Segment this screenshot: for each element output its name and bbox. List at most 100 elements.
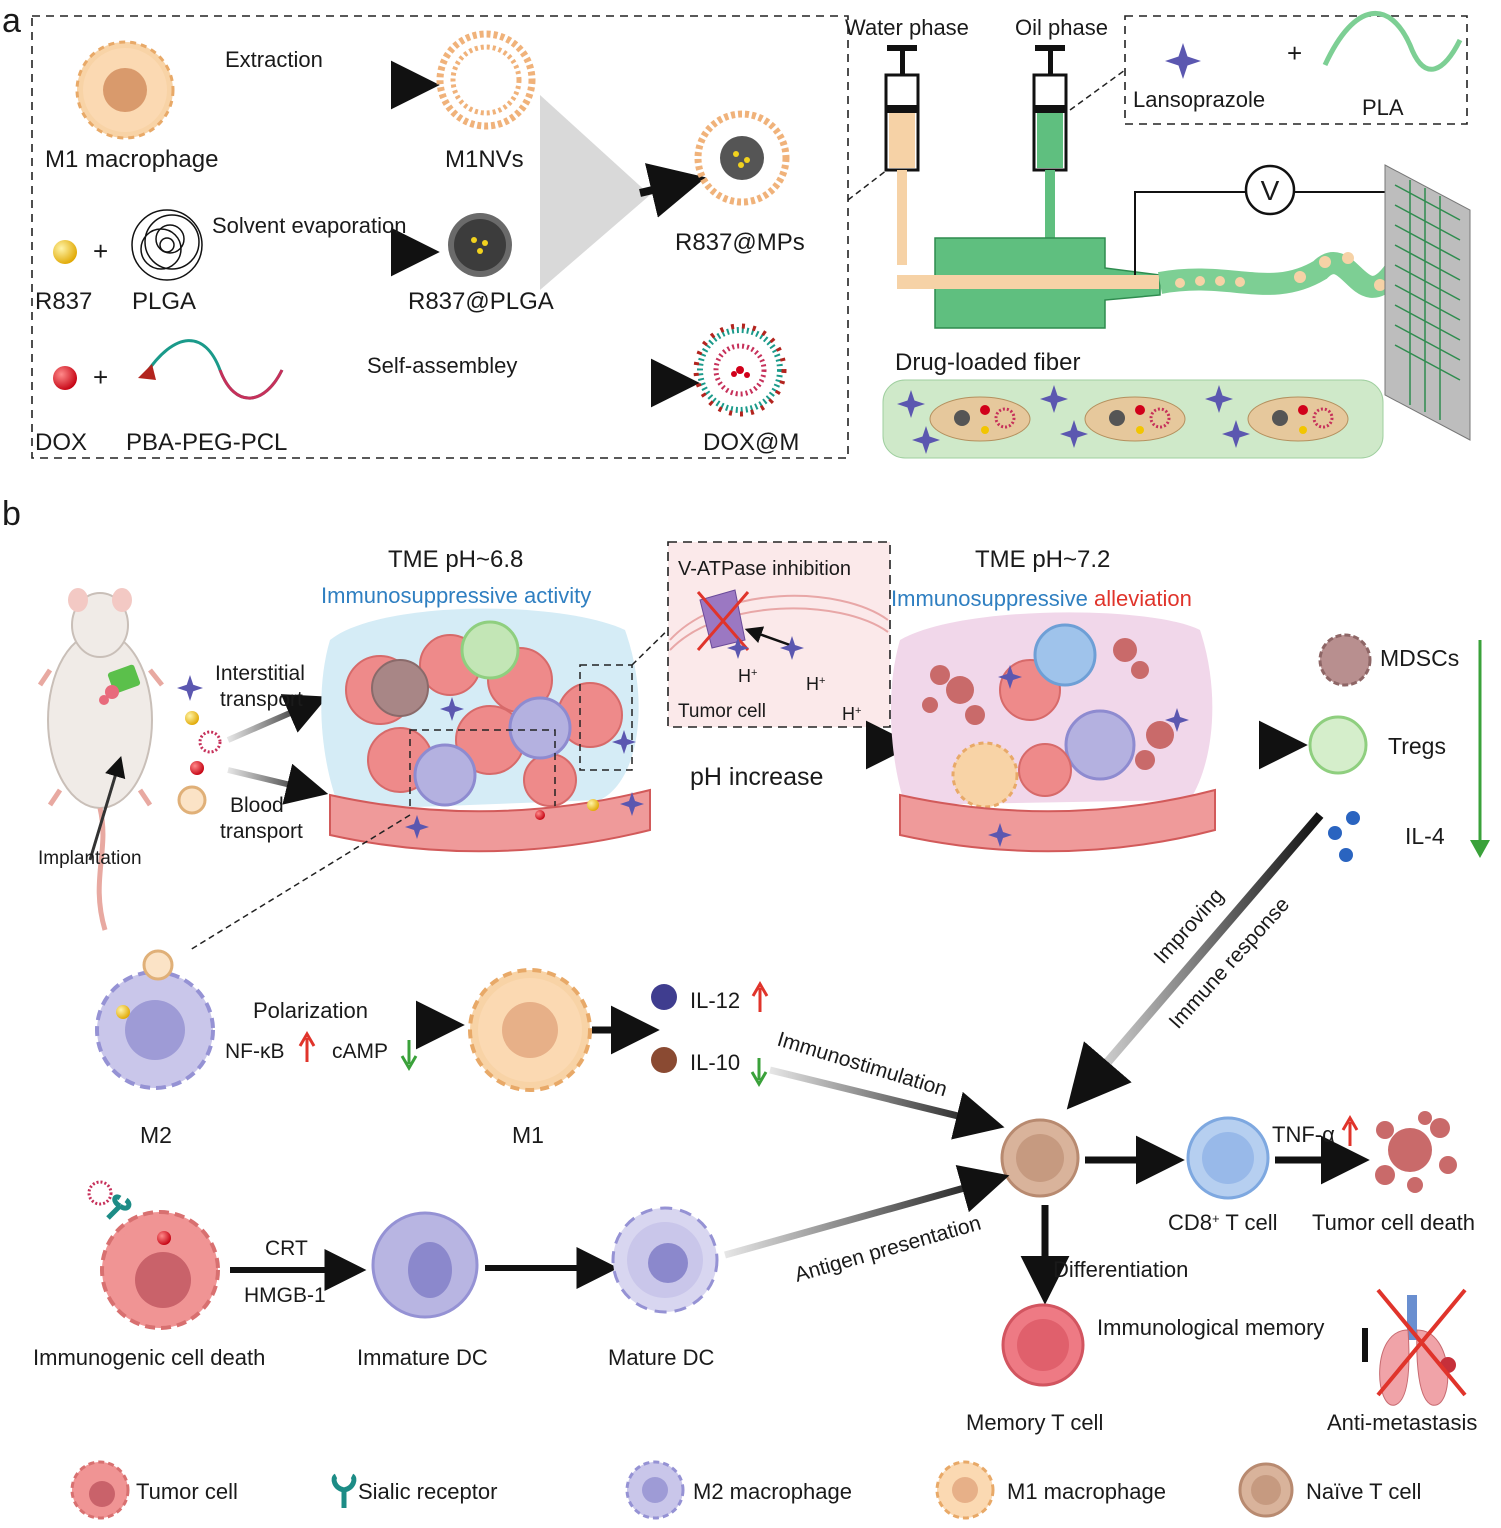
- drug-loaded-fiber-icon: [882, 379, 1384, 459]
- lansoprazole-label: Lansoprazole: [1133, 87, 1265, 112]
- m1-macrophage-icon: [75, 40, 175, 140]
- naive-t-cell-icon: [1000, 1118, 1080, 1198]
- pla-label: PLA: [1362, 95, 1404, 120]
- improving-arrow: [1066, 812, 1324, 1110]
- oil-phase-label: Oil phase: [1015, 15, 1108, 40]
- tnf-alpha-label: TNF-α: [1272, 1122, 1335, 1147]
- h-plus-1: H+: [738, 666, 757, 686]
- merge-funnel: [540, 95, 650, 290]
- legend-tumor-cell-icon: [70, 1460, 130, 1520]
- vessel-dox-1: [535, 810, 545, 820]
- legend-tumor-cell-label: Tumor cell: [136, 1479, 238, 1504]
- decrease-arrowhead: [1470, 840, 1490, 858]
- dox-m-micelle-icon: [693, 323, 787, 417]
- voltage-label: V: [1261, 175, 1280, 206]
- lung-icon: [1376, 1288, 1467, 1406]
- hmgb1-label: HMGB-1: [244, 1284, 326, 1307]
- cd8-label: CD8+ T cell: [1168, 1210, 1278, 1235]
- il4-icon: [1328, 811, 1360, 862]
- zoom-line-right: [1069, 69, 1126, 111]
- legend: Tumor cell Sialic receptor M2 macrophage…: [70, 1460, 1421, 1520]
- icd-doxm-icon: [87, 1180, 113, 1206]
- pba-peg-pcl-chain-icon: [143, 339, 284, 400]
- circuit-wire-left: [1134, 191, 1245, 275]
- memory-t-cell-label: Memory T cell: [966, 1410, 1103, 1435]
- membrane-outer: [669, 594, 889, 641]
- tme-68-label: TME pH~6.8: [388, 546, 523, 573]
- il12-icon: [651, 984, 677, 1010]
- immunogenic-cell-death-label: Immunogenic cell death: [33, 1345, 265, 1370]
- inhibition-cross-icon: [696, 591, 750, 651]
- tnf-up-arrow: [1341, 1115, 1359, 1146]
- blood-vessel-2: [899, 788, 1216, 853]
- implantation-label: Implantation: [38, 848, 142, 869]
- panel-a-letter: a: [2, 2, 21, 40]
- polarization-label: Polarization: [253, 998, 368, 1023]
- interstitial-arrow: [226, 694, 328, 743]
- blood-label-2: transport: [220, 820, 303, 843]
- pcl-segment: [218, 369, 284, 400]
- ph-increase-label: pH increase: [690, 763, 823, 791]
- r837-particle-icon: [53, 240, 77, 264]
- tme-72-m2: [1064, 709, 1136, 781]
- r837-plga-label: R837@PLGA: [408, 288, 554, 315]
- nfkb-label: NF-κB: [225, 1040, 285, 1063]
- blood-vessel-1: [329, 788, 651, 853]
- tme-68-mdsc: [371, 659, 429, 717]
- legend-m2-macrophage-icon: [625, 1460, 685, 1520]
- il10-down-arrow: [750, 1058, 768, 1087]
- extraction-label: Extraction: [225, 47, 323, 72]
- panel-a: a M1 macrophage Extraction M1NVs R837@MP…: [2, 2, 1471, 459]
- merge-arrow: [639, 163, 706, 218]
- sialic-receptor-bound-icon: [106, 1194, 132, 1220]
- immunological-memory-label: Immunological memory: [1097, 1315, 1324, 1340]
- il10-label: IL-10: [690, 1050, 740, 1075]
- tme-68-m2-b: [413, 743, 477, 807]
- released-r837-icon: [185, 711, 199, 725]
- pba-head-icon: [138, 364, 156, 380]
- m2-bound-mps-icon: [142, 949, 174, 981]
- released-mps-icon: [177, 785, 207, 815]
- r837-label: R837: [35, 288, 92, 315]
- lansoprazole-icon: [1165, 43, 1201, 79]
- r837-mps-label: R837@MPs: [675, 229, 805, 256]
- electrospun-jet: [1157, 252, 1405, 298]
- tme-72-dying-tumor: [922, 638, 1174, 770]
- m2-label: M2: [140, 1122, 172, 1148]
- tregs-label: Tregs: [1388, 733, 1446, 759]
- vessel-r837-1: [587, 799, 599, 811]
- improving-label: Improving: [1150, 884, 1229, 968]
- voltmeter-icon: [1244, 164, 1296, 216]
- legend-naive-t-cell-icon: [1238, 1462, 1294, 1518]
- immature-dc-icon: [371, 1211, 479, 1319]
- legend-m1-macrophage-icon: [935, 1460, 995, 1520]
- legend-m1-macrophage-label: M1 macrophage: [1007, 1479, 1166, 1504]
- m1-macrophage-large-icon: [468, 968, 592, 1092]
- mdscs-label: MDSCs: [1380, 645, 1459, 671]
- interstitial-label-1: Interstitial: [215, 662, 305, 685]
- m2-r837-icon: [116, 1005, 130, 1019]
- immuno-alleviation-label: Immunosuppressive alleviation: [891, 586, 1192, 611]
- legend-naive-t-cell-label: Naïve T cell: [1306, 1479, 1421, 1504]
- tme-72-tumor-b: [1018, 743, 1072, 797]
- drug-loaded-fiber-label: Drug-loaded fiber: [895, 349, 1080, 376]
- interstitial-label-2: transport: [220, 688, 303, 711]
- jet-droplets: [1175, 252, 1386, 291]
- mature-dc-icon: [611, 1206, 719, 1314]
- h-plus-2: H+: [806, 674, 825, 694]
- tme-68-m2: [508, 696, 572, 760]
- camp-down-arrow: [400, 1040, 418, 1071]
- m2-zoom-line: [189, 814, 411, 951]
- water-phase-label: Water phase: [845, 15, 969, 40]
- released-doxm-icon: [198, 730, 222, 754]
- plus-dox: +: [93, 362, 108, 392]
- membrane-inner: [669, 607, 889, 651]
- differentiation-label: Differentiation: [1053, 1257, 1188, 1282]
- tumor-cell-death-label: Tumor cell death: [1312, 1210, 1475, 1235]
- m1-macrophage-label: M1 macrophage: [45, 146, 218, 173]
- camp-label: cAMP: [332, 1040, 388, 1063]
- m1nvs-label: M1NVs: [445, 146, 524, 173]
- panel-b: b Implantation Interstitial transport Bl…: [2, 495, 1490, 1435]
- dox-label: DOX: [35, 429, 87, 456]
- plus-pla: +: [1287, 38, 1302, 68]
